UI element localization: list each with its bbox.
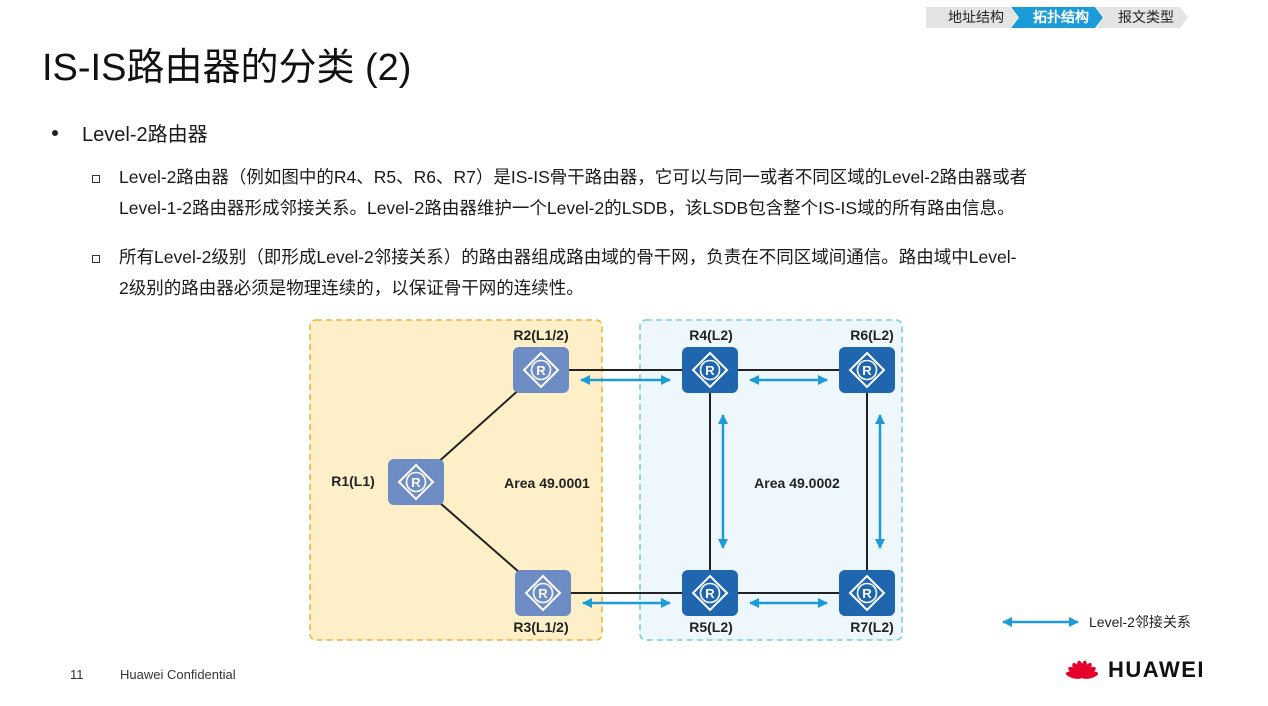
confidential-label: Huawei Confidential [120, 667, 236, 682]
huawei-logo: HUAWEI [1062, 654, 1205, 686]
router-icon: R [397, 463, 435, 501]
router-icon: R [848, 574, 886, 612]
paragraph-1-line-1: Level-2路由器（例如图中的R4、R5、R6、R7）是IS-IS骨干路由器，… [119, 167, 1028, 187]
area-2-label: Area 49.0002 [754, 475, 840, 491]
logo-text: HUAWEI [1108, 657, 1205, 682]
legend-label: Level-2邻接关系 [1089, 614, 1191, 630]
paragraph-1: Level-2路由器（例如图中的R4、R5、R6、R7）是IS-IS骨干路由器，… [119, 162, 1229, 224]
bullet-text: Level-2路由器 [82, 124, 208, 146]
area-2-box [639, 319, 903, 641]
router-r4[interactable]: R R4(L2) [682, 327, 738, 393]
svg-text:R: R [538, 586, 548, 601]
svg-text:R: R [705, 363, 715, 378]
router-r3[interactable]: R R3(L1/2) [513, 570, 571, 635]
nav-tab-topology[interactable]: 拓扑结构 [1011, 7, 1103, 28]
router-icon: R [691, 351, 729, 389]
router-r6[interactable]: R R6(L2) [839, 327, 895, 393]
svg-text:R: R [862, 363, 872, 378]
area-1-label: Area 49.0001 [504, 475, 590, 491]
router-label-r7: R7(L2) [850, 619, 894, 635]
page-number: 11 [70, 667, 84, 682]
router-r7[interactable]: R R7(L2) [839, 570, 895, 635]
huawei-petal-icon [1065, 660, 1099, 679]
router-r1[interactable]: R R1(L1) [331, 459, 444, 505]
router-icon: R [524, 574, 562, 612]
nav-tab-packet[interactable]: 报文类型 [1096, 7, 1188, 28]
area-1-box [309, 319, 603, 641]
router-label-r2: R2(L1/2) [513, 327, 568, 343]
router-label-r6: R6(L2) [850, 327, 894, 343]
paragraph-2-line-1: 所有Level-2级别（即形成Level-2邻接关系）的路由器组成路由域的骨干网… [119, 247, 1017, 267]
router-icon: R [691, 574, 729, 612]
bullet-dot [52, 130, 58, 136]
sub-bullet-square [92, 255, 100, 263]
router-label-r4: R4(L2) [689, 327, 733, 343]
router-icon: R [522, 351, 560, 389]
router-label-r1: R1(L1) [331, 473, 375, 489]
svg-text:R: R [411, 475, 421, 490]
svg-text:R: R [705, 586, 715, 601]
svg-text:R: R [536, 363, 546, 378]
paragraph-2-line-2: 2级别的路由器必须是物理连续的，以保证骨干网的连续性。 [119, 278, 584, 298]
section-nav: 地址结构 拓扑结构 报文类型 [926, 7, 1188, 28]
paragraph-1-line-2: Level-1-2路由器形成邻接关系。Level-2路由器维护一个Level-2… [119, 198, 1015, 218]
router-label-r5: R5(L2) [689, 619, 733, 635]
router-r2[interactable]: R R2(L1/2) [513, 327, 569, 393]
svg-text:R: R [862, 586, 872, 601]
paragraph-2: 所有Level-2级别（即形成Level-2邻接关系）的路由器组成路由域的骨干网… [119, 242, 1229, 304]
page-title: IS-IS路由器的分类 (2) [42, 47, 412, 89]
router-icon: R [848, 351, 886, 389]
router-label-r3: R3(L1/2) [513, 619, 568, 635]
router-r5[interactable]: R R5(L2) [682, 570, 738, 635]
nav-tab-address[interactable]: 地址结构 [926, 7, 1018, 28]
sub-bullet-square [92, 175, 100, 183]
